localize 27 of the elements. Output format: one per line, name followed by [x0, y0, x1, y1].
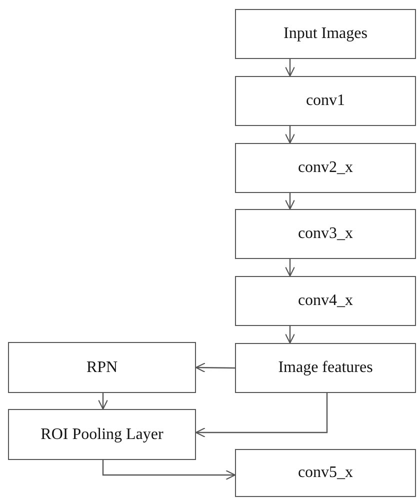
- process-box: [235, 76, 416, 126]
- box-label: Image features: [278, 359, 373, 377]
- arrow: [284, 126, 296, 144]
- process-box: [8, 409, 196, 460]
- arrow: [284, 259, 296, 277]
- box-label: conv3_x: [298, 225, 354, 243]
- process-box: [235, 276, 416, 326]
- process-box: [235, 143, 416, 193]
- arrow: [102, 460, 236, 480]
- arrow: [284, 326, 296, 344]
- process-box: [235, 209, 416, 259]
- process-box: [235, 343, 416, 393]
- arrow: [98, 393, 108, 410]
- box-label: conv5_x: [298, 464, 354, 482]
- box-label: Input Images: [284, 25, 368, 43]
- process-box: [235, 9, 416, 59]
- box-label: RPN: [86, 358, 118, 376]
- box-label: conv2_x: [298, 159, 354, 177]
- arrow: [195, 393, 328, 438]
- box-label: conv1: [306, 92, 346, 110]
- arrow: [284, 193, 296, 210]
- box-label: conv4_x: [298, 292, 354, 310]
- arrow: [195, 362, 235, 373]
- arrow: [284, 59, 296, 77]
- box-label: ROI Pooling Layer: [40, 426, 164, 444]
- process-box: [235, 449, 416, 497]
- process-box: [8, 342, 196, 393]
